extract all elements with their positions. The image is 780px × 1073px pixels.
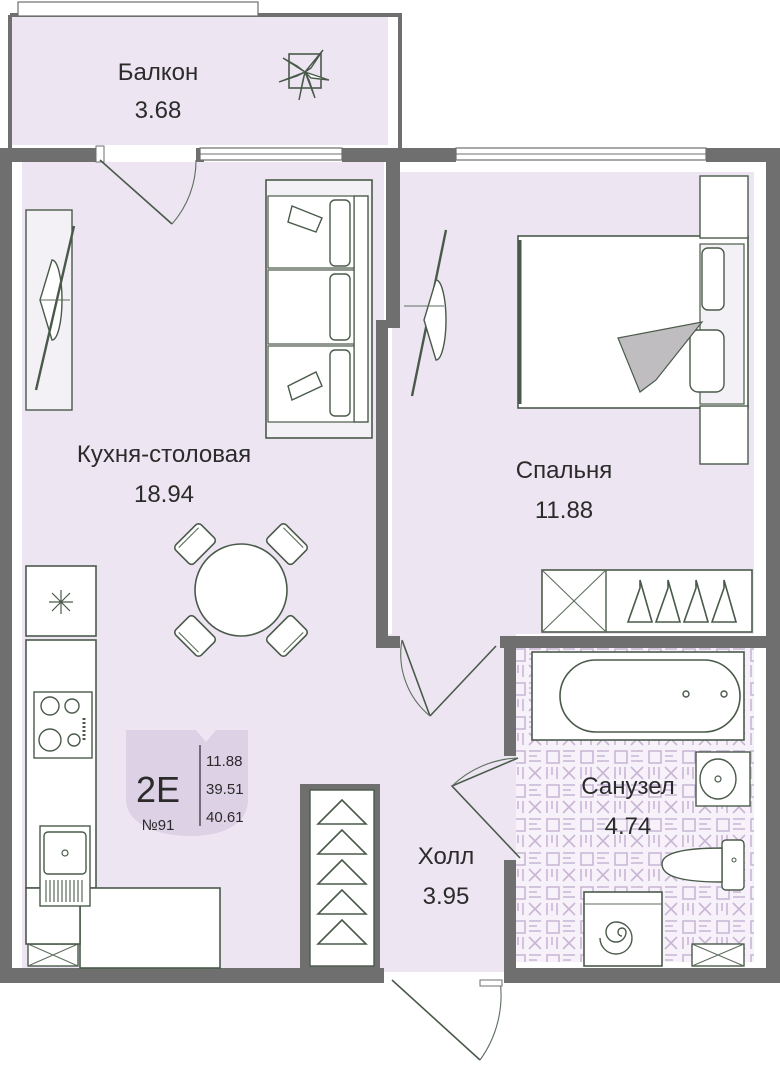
hall-door-leaf bbox=[401, 639, 431, 717]
toilet-icon bbox=[661, 839, 745, 891]
doors bbox=[99, 159, 521, 1061]
balcony-name: Балкон bbox=[118, 59, 198, 86]
washing-machine-icon bbox=[583, 891, 663, 967]
stove-icon bbox=[33, 691, 93, 759]
bedroom-area: 11.88 bbox=[535, 497, 593, 524]
tv-icon bbox=[25, 209, 76, 411]
bed-icon bbox=[517, 175, 749, 465]
kitchen-sink-icon bbox=[39, 825, 91, 907]
bedroom-name: Спальня bbox=[516, 457, 612, 484]
hall-name: Холл bbox=[418, 843, 475, 870]
plant-icon bbox=[278, 49, 330, 101]
wardrobe-icon bbox=[541, 569, 753, 633]
living-area: 11.88 bbox=[206, 753, 242, 770]
bathtub-icon bbox=[531, 651, 745, 741]
balcony bbox=[8, 1, 402, 150]
kitchen-unit bbox=[25, 565, 221, 969]
ventilation-kitchen-icon bbox=[27, 943, 79, 967]
room-labels: Балкон 3.68 Кухня-столовая 18.94 Спальня… bbox=[77, 59, 675, 910]
tv-bedroom-icon bbox=[404, 229, 448, 397]
ventilation-icon bbox=[691, 943, 745, 967]
hall-wardrobe-icon bbox=[300, 784, 380, 970]
balcony-window bbox=[17, 1, 259, 17]
windows bbox=[95, 145, 707, 163]
bathroom-area: 4.74 bbox=[605, 813, 652, 840]
hall-floor bbox=[384, 634, 516, 972]
area-without-balcony: 39.51 bbox=[206, 781, 244, 798]
dining-table-icon bbox=[173, 522, 309, 658]
walls bbox=[0, 148, 780, 983]
kitchen-area: 18.94 bbox=[134, 481, 194, 508]
sink-icon bbox=[695, 751, 751, 807]
balcony-area: 3.68 bbox=[135, 97, 182, 124]
kitchen-name: Кухня-столовая bbox=[77, 441, 251, 468]
apartment-badge: 2E №91 11.88 39.51 40.61 bbox=[126, 730, 248, 836]
apartment-type: 2E bbox=[136, 769, 180, 810]
sofa-icon bbox=[265, 179, 373, 439]
bathroom-name: Санузел bbox=[581, 773, 675, 800]
hanger-icon bbox=[626, 579, 738, 623]
balcony-floor bbox=[10, 15, 388, 145]
hall-area: 3.95 bbox=[423, 883, 470, 910]
total-area: 40.61 bbox=[206, 809, 244, 826]
apartment-number: №91 bbox=[142, 817, 175, 834]
balcony-door bbox=[99, 159, 173, 225]
entrance-door bbox=[391, 979, 481, 1061]
